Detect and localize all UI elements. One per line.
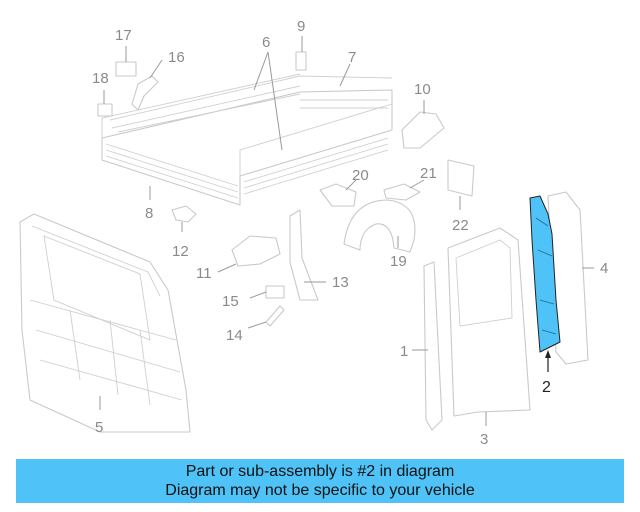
callout-20: 20 — [352, 167, 369, 184]
part-14-screw — [265, 305, 285, 327]
part-15-block — [265, 285, 285, 299]
callout-19: 19 — [390, 253, 407, 270]
callout-2: 2 — [542, 379, 551, 396]
part-11-latch — [231, 235, 281, 267]
callout-17: 17 — [115, 27, 132, 44]
part-10-hinge — [401, 111, 445, 149]
callout-16: 16 — [168, 49, 185, 66]
part-9 — [295, 51, 307, 71]
part-5-cab-back-panel — [19, 213, 191, 433]
part-19-wheelhouse — [343, 199, 416, 253]
callout-3: 3 — [480, 431, 488, 448]
leader-lines — [99, 36, 594, 426]
part-3-door-panel — [447, 227, 531, 417]
callout-18: 18 — [92, 70, 109, 87]
part-17-bracket — [115, 61, 137, 77]
part-2-highlighted-pillar — [529, 195, 561, 353]
callout-13: 13 — [332, 274, 349, 291]
parts-diagram: 1 2 3 4 5 6 7 8 9 10 11 12 13 14 15 16 1… — [19, 18, 608, 448]
callout-21: 21 — [420, 165, 437, 182]
part-16-latch-rod — [131, 75, 159, 111]
part-21-reinforcement — [383, 183, 421, 201]
callout-22: 22 — [452, 217, 469, 234]
banner-line-2: Diagram may not be specific to your vehi… — [165, 482, 475, 499]
callout-10: 10 — [414, 81, 431, 98]
part-12-clip — [171, 205, 197, 223]
callout-8: 8 — [145, 205, 153, 222]
callout-1: 1 — [400, 343, 408, 360]
part-13-trim — [289, 209, 319, 301]
part-1-pillar — [423, 261, 443, 431]
part-7-bed-frame — [101, 73, 393, 206]
callout-7: 7 — [348, 49, 356, 66]
banner-line-1: Part or sub-assembly is #2 in diagram — [185, 463, 455, 480]
callout-6: 6 — [262, 34, 270, 51]
part-22-plate — [447, 159, 475, 197]
callout-11: 11 — [196, 265, 212, 282]
part-20-bracket — [319, 183, 357, 207]
callout-5: 5 — [95, 419, 103, 436]
callout-4: 4 — [600, 260, 608, 277]
info-banner: Part or sub-assembly is #2 in diagram Di… — [16, 459, 624, 503]
callout-15: 15 — [222, 293, 239, 310]
part-18-bracket — [97, 103, 113, 117]
callout-12: 12 — [172, 243, 189, 260]
callout-9: 9 — [297, 18, 305, 35]
callout-14: 14 — [226, 327, 243, 344]
